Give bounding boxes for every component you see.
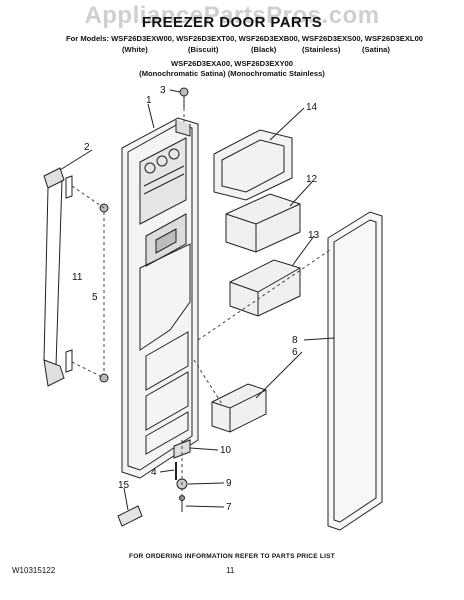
callout-15: 15 [118,480,130,491]
colors-line-2: (Monochromatic Satina) (Monochromatic St… [139,69,325,78]
door-gasket [327,211,383,531]
guide-lines [71,108,331,500]
callout-11: 11 [72,272,83,283]
dispenser-trim [213,129,293,201]
models-line: For Models: WSF26D3EXW00, WSF26D3EXT00, … [66,34,424,43]
leader-lines [59,89,335,511]
watermark: AppliancePartsPros.com [84,2,380,29]
callout-12: 12 [306,174,318,185]
callout-5: 5 [92,292,98,303]
callout-8: 8 [292,335,298,346]
color-black: (Black) [251,45,277,54]
callout-7: 7 [226,502,232,513]
page-title: FREEZER DOOR PARTS [141,14,323,31]
document-id: W10315122 [12,566,56,575]
callout-4: 4 [151,467,157,478]
page-number: 11 [226,566,235,575]
callout-6: 6 [292,347,298,358]
handle-stud-bottom [99,373,109,383]
callout-13: 13 [308,230,320,241]
ordering-note: FOR ORDERING INFORMATION REFER TO PARTS … [129,553,335,560]
color-white: (White) [122,45,148,54]
shelf-bin-13 [229,259,301,317]
callout-1: 1 [146,95,152,106]
callout-10: 10 [220,445,232,456]
screw-top [179,87,189,108]
callout-2: 2 [84,142,90,153]
shelf-bin-12 [225,193,301,253]
hinge-cover [117,505,143,527]
door-handle [43,167,73,387]
callout-14: 14 [306,102,318,113]
models-line-2: WSF26D3EXA00, WSF26D3EXY00 [171,59,293,68]
color-stainless: (Stainless) [302,45,341,54]
color-satina: (Satina) [362,45,390,54]
callout-9: 9 [226,478,232,489]
door-panel [121,117,199,479]
callout-3: 3 [160,85,166,96]
color-biscuit: (Biscuit) [188,45,219,54]
door-bin-6 [211,383,267,433]
